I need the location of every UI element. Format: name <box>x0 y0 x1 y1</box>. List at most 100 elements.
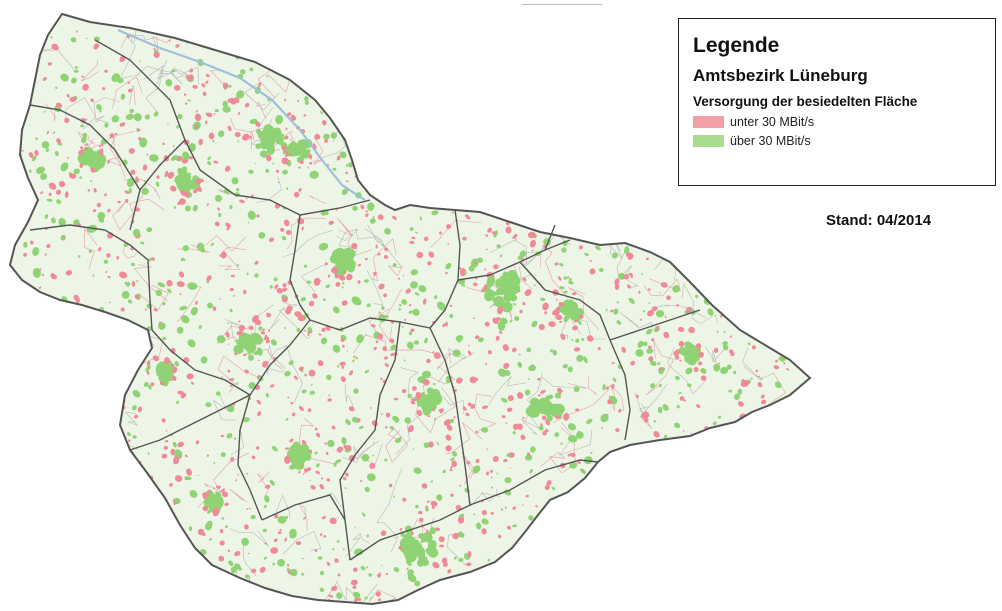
coverage-spot-low <box>303 114 306 117</box>
coverage-spot-high <box>641 273 643 276</box>
coverage-spot-high <box>384 228 392 235</box>
coverage-spot-low <box>485 234 489 237</box>
coverage-spot-low <box>282 287 288 292</box>
coverage-spot-low <box>470 404 476 409</box>
coverage-spot-low <box>298 406 304 411</box>
road-line <box>112 76 143 109</box>
coverage-spot-low <box>512 423 519 430</box>
coverage-spot-low <box>184 454 188 458</box>
coverage-spot-low <box>380 530 387 537</box>
coverage-spot-low <box>28 152 34 159</box>
coverage-spot-low <box>48 182 57 190</box>
coverage-spot-high <box>717 415 722 419</box>
coverage-spot-low <box>369 463 376 469</box>
coverage-spot-high <box>567 435 578 443</box>
coverage-spot-low <box>230 456 235 462</box>
coverage-spot-high <box>310 383 313 386</box>
municipal-borders <box>29 39 701 561</box>
coverage-spot-low <box>229 287 234 292</box>
coverage-spot-low <box>239 199 245 204</box>
coverage-spot-high <box>760 377 763 380</box>
coverage-spot-low <box>577 460 581 465</box>
coverage-spot-low <box>556 298 558 301</box>
coverage-spot-low <box>222 82 229 89</box>
coverage-spot-low <box>472 317 476 320</box>
road-line <box>643 278 681 297</box>
road-line <box>80 60 100 82</box>
coverage-spot-low <box>574 319 578 323</box>
coverage-spot-low <box>303 516 306 520</box>
road-line <box>540 451 581 474</box>
coverage-spot-high <box>445 378 451 384</box>
municipal-border <box>129 139 186 231</box>
coverage-spot-high <box>272 162 274 165</box>
coverage-spot-high <box>422 559 430 567</box>
coverage-spot-high <box>365 566 369 569</box>
coverage-spot-low <box>572 325 579 331</box>
coverage-spot-low <box>462 406 467 411</box>
coverage-spot-low <box>251 455 256 460</box>
coverage-spot-high <box>141 187 149 195</box>
coverage-spot-high <box>713 363 721 372</box>
coverage-spot-high <box>222 100 229 108</box>
road-line <box>256 175 282 203</box>
coverage-spot-low <box>205 120 208 125</box>
coverage-spot-low <box>107 208 111 213</box>
coverage-spot-high <box>332 167 337 171</box>
coverage-spot-high <box>251 332 263 345</box>
coverage-spot-high <box>126 282 131 287</box>
coverage-spot-high <box>266 75 269 78</box>
coverage-spot-low <box>697 349 701 352</box>
coverage-spot-low <box>162 142 165 146</box>
coverage-spot-high <box>367 202 375 211</box>
coverage-spot-low <box>234 97 240 104</box>
coverage-spot-low <box>519 309 523 314</box>
coverage-spot-high <box>364 369 370 374</box>
coverage-spot-low <box>345 445 352 451</box>
coverage-spot-high <box>477 257 483 263</box>
coverage-spot-low <box>274 513 279 519</box>
road-line <box>143 64 199 85</box>
coverage-spot-high <box>676 405 680 409</box>
coverage-spot-high <box>238 567 242 571</box>
coverage-spot-high <box>600 413 609 423</box>
settlement-coverage <box>19 30 790 603</box>
coverage-spot-high <box>271 445 278 452</box>
coverage-spot-high <box>642 310 645 313</box>
coverage-spot-low <box>290 114 297 121</box>
coverage-spot-high <box>504 477 512 484</box>
coverage-spot-high <box>545 394 554 400</box>
coverage-spot-low <box>303 472 305 475</box>
coverage-spot-high <box>343 253 350 264</box>
coverage-spot-high <box>166 288 172 294</box>
coverage-spot-low <box>679 359 682 362</box>
coverage-spot-low <box>611 383 615 390</box>
coverage-spot-low <box>484 321 490 327</box>
road-line <box>521 415 542 435</box>
coverage-spot-high <box>255 143 262 149</box>
coverage-spot-low <box>249 507 251 510</box>
coverage-spot-low <box>286 305 293 312</box>
coverage-spot-high <box>512 431 516 435</box>
coverage-spot-low <box>315 470 320 475</box>
coverage-spot-low <box>228 343 230 346</box>
coverage-spot-low <box>411 236 416 240</box>
coverage-spot-low <box>319 533 323 536</box>
coverage-spot-high <box>501 301 513 313</box>
coverage-spot-low <box>664 315 667 319</box>
coverage-spot-low <box>512 506 517 510</box>
coverage-spot-high <box>222 106 231 113</box>
coverage-spot-low <box>505 226 512 234</box>
coverage-spot-low <box>557 276 562 281</box>
coverage-spot-low <box>321 327 326 333</box>
coverage-spot-low <box>192 84 198 89</box>
coverage-spot-low <box>293 191 300 198</box>
road-line <box>139 284 169 311</box>
coverage-spot-high <box>561 247 567 253</box>
coverage-spot-low <box>370 324 376 328</box>
coverage-spot-low <box>377 333 384 340</box>
coverage-spot-high <box>250 514 256 520</box>
coverage-spot-low <box>378 283 385 290</box>
coverage-spot-high <box>197 474 200 477</box>
